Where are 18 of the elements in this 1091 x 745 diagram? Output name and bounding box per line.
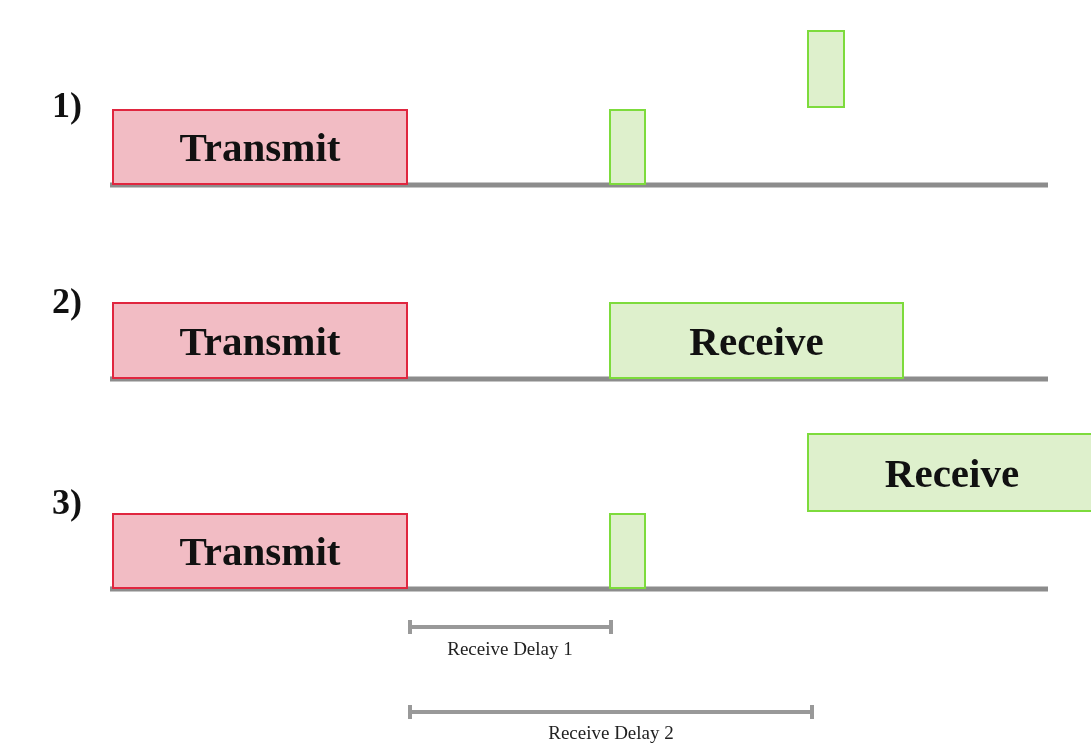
row-number: 1) [52, 84, 82, 126]
receive-window [807, 433, 1091, 512]
window-label: Receive [884, 448, 1020, 497]
receive-window [609, 513, 646, 589]
transmit-window [112, 513, 408, 589]
transmit-window [112, 109, 408, 185]
window-label: Transmit [179, 527, 341, 575]
window-label: Transmit [179, 123, 341, 171]
receive-window [609, 109, 646, 185]
transmit-window [112, 302, 408, 379]
receive-window [807, 30, 845, 108]
dimension-label: Receive Delay 1 [447, 638, 573, 660]
dimension-label: Receive Delay 2 [548, 722, 674, 744]
row-number: 3) [52, 481, 82, 523]
window-label: Receive [689, 316, 824, 365]
receive-window [609, 302, 904, 379]
window-label: Transmit [179, 316, 341, 365]
row-number: 2) [52, 280, 82, 322]
